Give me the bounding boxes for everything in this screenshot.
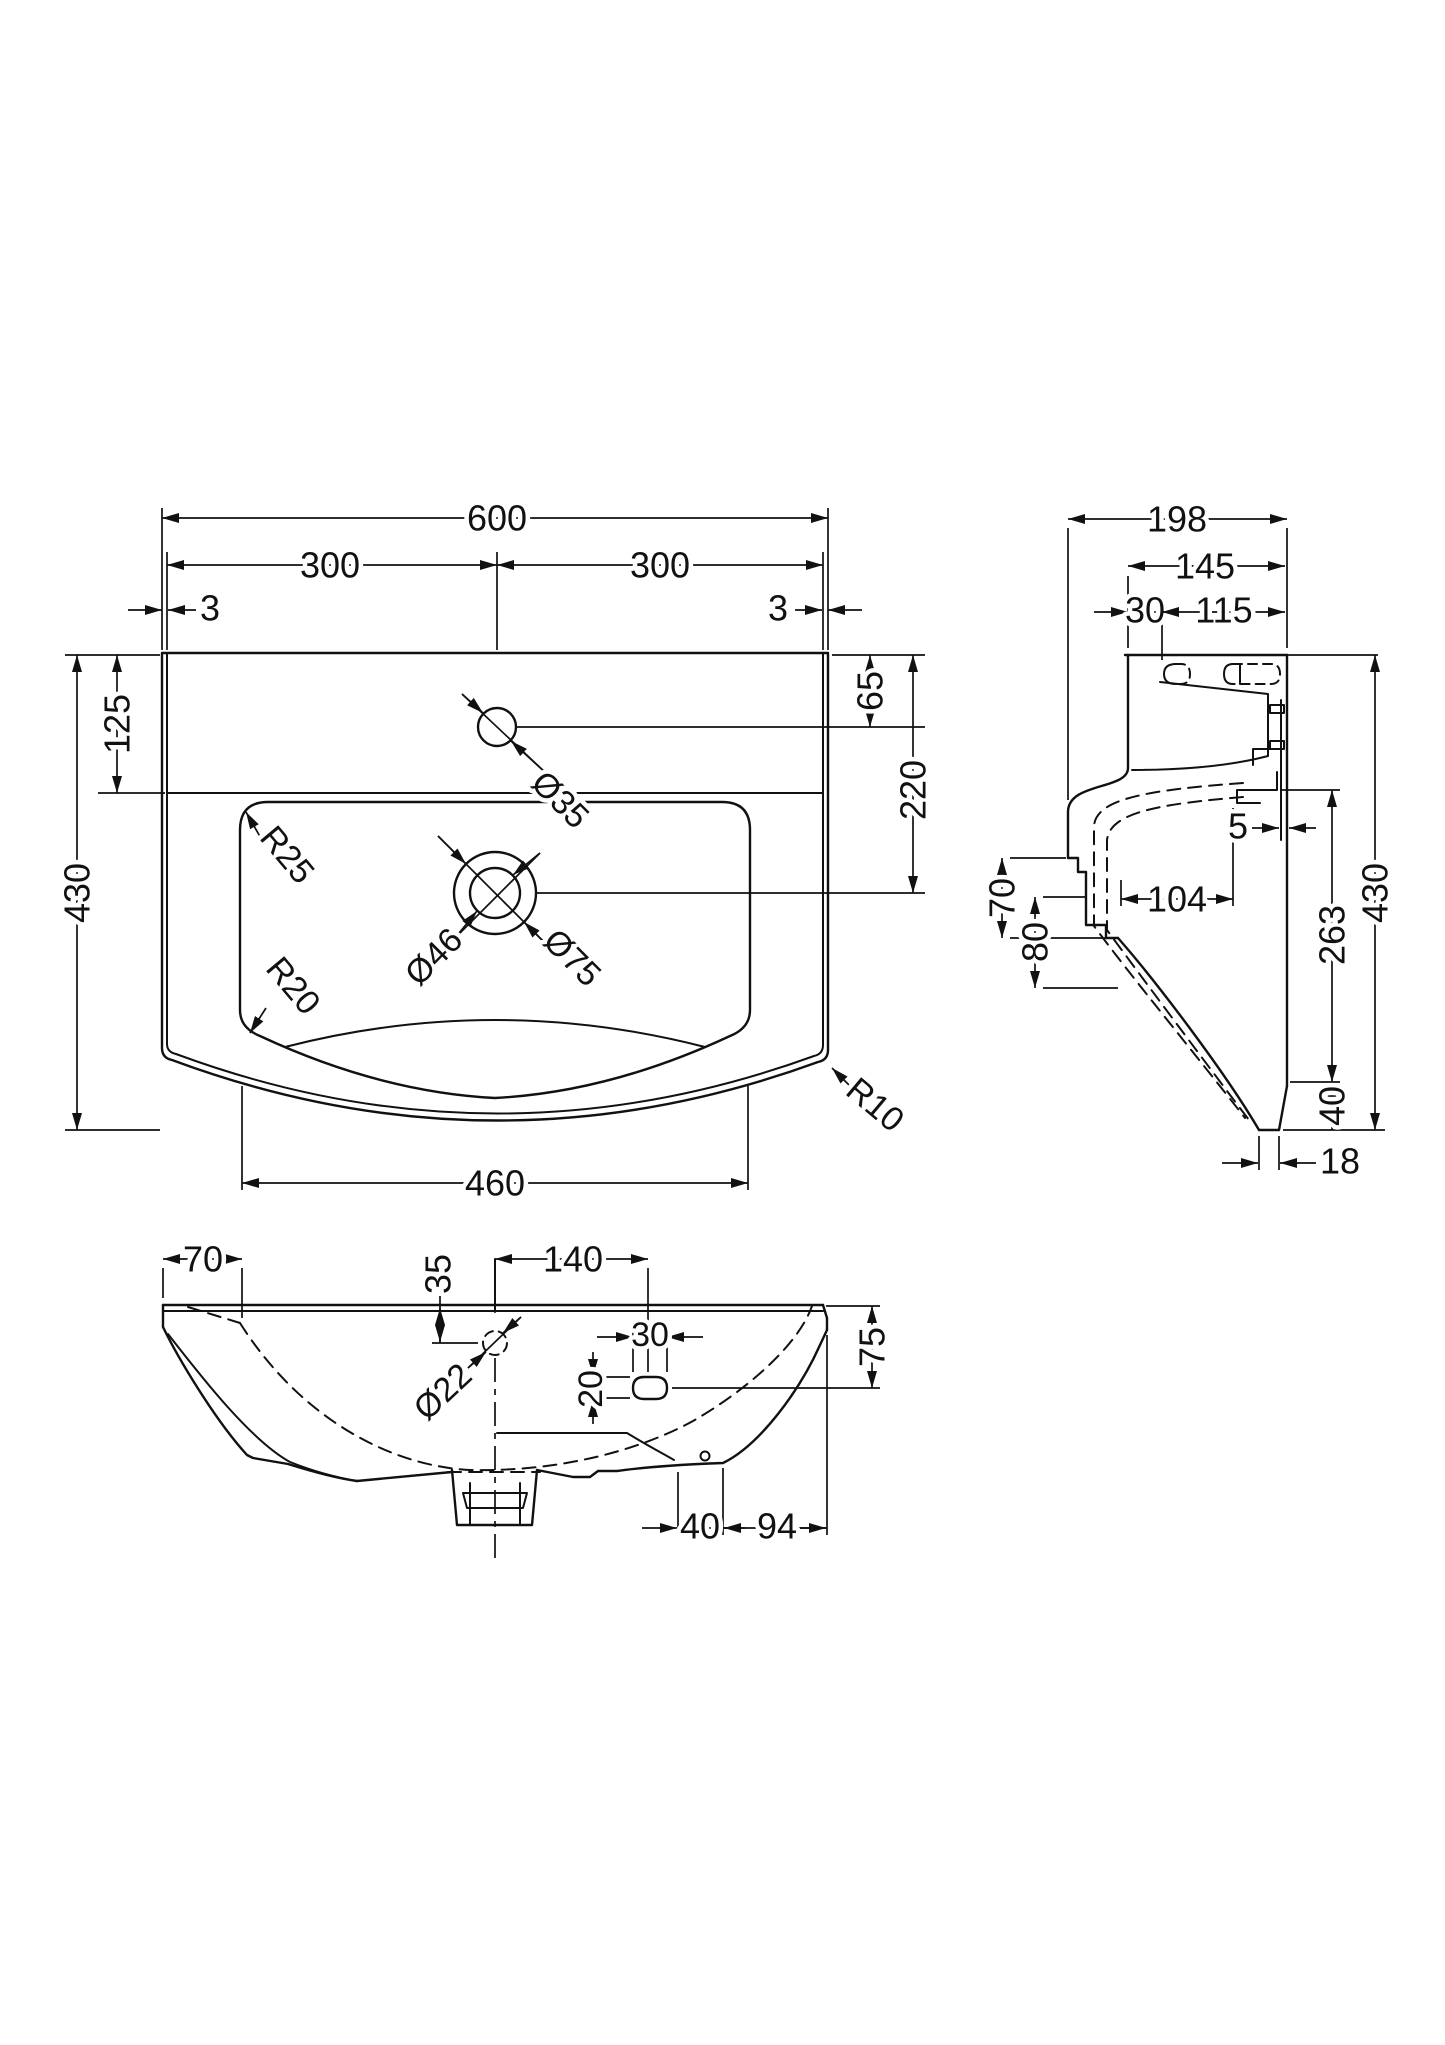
front-underside-right — [535, 1328, 829, 1479]
dim-side-edge-front: 30 — [1125, 590, 1165, 631]
leader-line — [831, 1067, 853, 1089]
dim-front-slot-height: 20 — [572, 1370, 610, 1408]
leader-line — [249, 1007, 267, 1034]
front-object-lines — [161, 1258, 829, 1562]
plan-waste-hole-outer — [452, 850, 538, 936]
dim-side-cavity-width: 104 — [1147, 879, 1207, 920]
dim-side-depth-top: 145 — [1175, 546, 1235, 587]
dim-front-tap-depth: 35 — [418, 1254, 459, 1294]
side-apron-outer — [1116, 936, 1261, 1132]
dim-plan-width-right: 300 — [630, 545, 690, 586]
plan-view: 600 300 300 3 3 125 430 65 220 — [52, 493, 938, 1208]
side-front-face — [1066, 653, 1130, 940]
side-fixing-slot-left — [1175, 663, 1191, 685]
front-dimensions: 70 140 35 Ø22 30 20 75 — [162, 1234, 897, 1551]
front-bottom-flat — [355, 1470, 454, 1483]
front-trap-nut — [462, 1492, 528, 1509]
plan-outline-inner-rim — [166, 652, 824, 1115]
leader-line — [467, 1351, 487, 1369]
front-right-edge — [821, 1303, 829, 1332]
side-ledge-step — [1236, 771, 1278, 804]
dim-side-step-height: 80 — [1015, 922, 1056, 962]
side-hidden-shell-1 — [1093, 782, 1246, 1119]
dim-plan-waste-outer: Ø75 — [536, 922, 608, 994]
side-bowl-floor — [1131, 681, 1269, 771]
leader-line — [510, 740, 549, 776]
side-foot — [1257, 1084, 1289, 1132]
dim-plan-tap-offset: 65 — [850, 671, 891, 711]
front-view: 70 140 35 Ø22 30 20 75 — [161, 1234, 897, 1562]
side-fixing-slot-left-cap — [1163, 663, 1177, 685]
plan-outline-outer — [160, 651, 830, 1122]
dim-plan-radius-outer: R10 — [839, 1070, 911, 1139]
dim-plan-depth-ledge: 125 — [97, 694, 138, 754]
dim-side-apron-height: 263 — [1312, 905, 1353, 965]
front-tap-hole-hidden — [482, 1330, 508, 1356]
leader-line — [245, 811, 263, 841]
side-recess-step — [1252, 748, 1273, 766]
dim-plan-radius-bottom: R20 — [258, 950, 327, 1022]
side-object-lines — [1066, 653, 1289, 1132]
front-bowl-hidden — [239, 1305, 813, 1472]
plan-object-lines — [160, 651, 830, 1122]
side-slot-section-upper — [1269, 704, 1285, 714]
dim-plan-edge-left: 3 — [200, 588, 220, 629]
front-left-chamfer-hidden — [187, 1306, 241, 1324]
dim-side-depth-total: 198 — [1147, 499, 1207, 540]
side-fixing-slot-right — [1232, 663, 1281, 685]
side-dimensions: 198 145 30 115 104 70 80 5 263 — [977, 494, 1400, 1186]
dim-plan-edge-right: 3 — [768, 588, 788, 629]
side-view: 198 145 30 115 104 70 80 5 263 — [977, 494, 1400, 1186]
dim-front-tap-to-slot: 140 — [543, 1239, 603, 1280]
dim-plan-bowl-width: 460 — [465, 1163, 525, 1204]
plan-bowl-outline — [238, 800, 752, 1100]
dim-front-edge-left: 70 — [183, 1239, 223, 1280]
plan-waste-hole-inner — [468, 866, 522, 920]
dim-plan-radius-corner: R25 — [252, 819, 321, 891]
front-back-skirt — [496, 1432, 675, 1461]
dim-side-foot-width: 18 — [1320, 1141, 1360, 1182]
dim-plan-width-left: 300 — [300, 545, 360, 586]
dim-plan-waste-offset: 220 — [893, 760, 934, 820]
side-fixing-slot-right-cap — [1223, 663, 1234, 685]
front-underside-left-inner — [167, 1333, 358, 1482]
dim-side-wall-gap: 5 — [1228, 806, 1248, 847]
leader-line — [454, 910, 478, 939]
dim-front-slot-width: 30 — [631, 1316, 669, 1354]
dim-side-height-total: 430 — [1355, 863, 1396, 923]
dim-plan-width-total: 600 — [467, 498, 527, 539]
dim-plan-tap-hole: Ø35 — [524, 764, 596, 836]
side-hidden-shell-2 — [1106, 796, 1253, 1125]
dim-side-foot-height: 40 — [1312, 1086, 1353, 1126]
dim-side-depth-back: 115 — [1195, 590, 1252, 631]
dim-front-slot-depth: 75 — [852, 1327, 893, 1367]
dim-front-outlet-width: 94 — [757, 1506, 797, 1547]
leader-line — [512, 852, 541, 876]
leader-line — [523, 921, 549, 947]
plan-bowl-floor-arc — [284, 1019, 706, 1048]
dim-side-spout-height: 70 — [982, 878, 1023, 918]
dim-plan-depth-total: 430 — [57, 863, 98, 923]
side-slot-section-lower — [1269, 740, 1285, 750]
dim-front-outlet-offset: 40 — [680, 1506, 720, 1547]
front-overflow-hole — [699, 1450, 711, 1462]
front-fixing-slot — [631, 1375, 669, 1401]
leader-line — [502, 1316, 522, 1334]
leader-line — [461, 693, 484, 714]
leader-line — [437, 835, 467, 865]
